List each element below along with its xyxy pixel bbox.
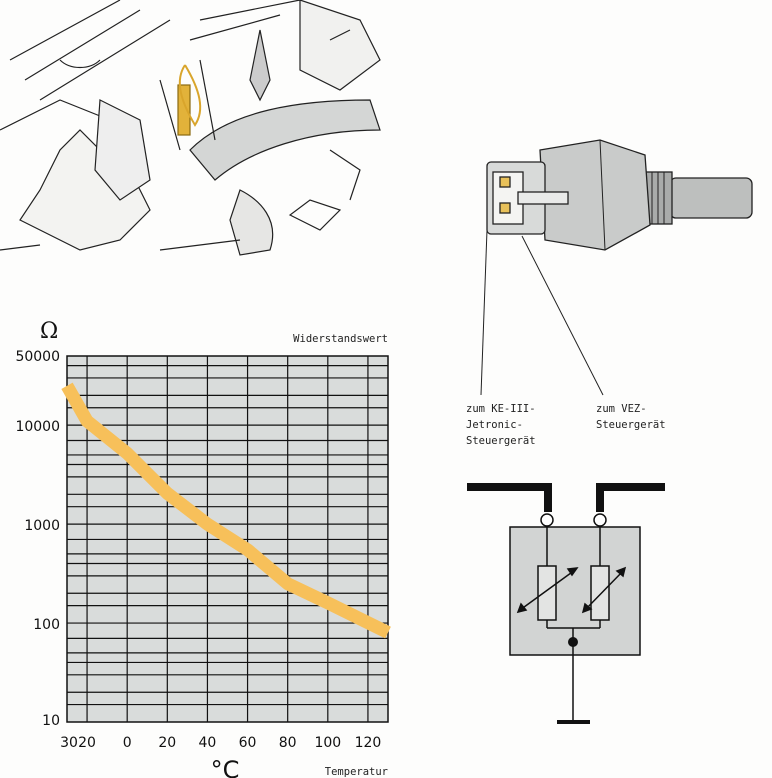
resistance-curve: [61, 382, 391, 639]
y-tick-label: 10000: [15, 419, 60, 435]
x-tick-label: 100: [314, 735, 341, 751]
y-tick-label: 10: [42, 713, 60, 729]
circuit-schematic: [467, 483, 665, 724]
x-tick-label: 120: [355, 735, 382, 751]
sensor-leader-lines: [480, 229, 604, 396]
engine-illustration: [0, 0, 381, 256]
y-axis-unit-ohm: Ω: [40, 319, 58, 344]
chart-title: Widerstandswert: [293, 333, 388, 345]
x-tick-label: 20: [78, 735, 96, 751]
x-tick-label: 30: [60, 735, 78, 751]
label-ke-iii-line3: Steuergerät: [466, 435, 536, 447]
label-vez-line1: zum VEZ-: [596, 403, 647, 415]
y-tick-label: 100: [33, 617, 60, 633]
x-tick-label: 80: [279, 735, 297, 751]
x-tick-label: 40: [199, 735, 217, 751]
x-axis-unit-celsius: °C: [211, 756, 240, 778]
x-tick-label: 0: [123, 735, 132, 751]
y-tick-label: 50000: [15, 349, 60, 365]
temperature-sensor-drawing: [486, 139, 753, 251]
x-tick-label: 60: [239, 735, 257, 751]
label-vez-line2: Steuergerät: [596, 419, 666, 431]
label-ke-iii-line1: zum KE-III-: [466, 403, 536, 415]
x-axis-caption: Temperatur: [325, 766, 388, 778]
y-tick-label: 1000: [24, 518, 60, 534]
x-tick-label: 20: [158, 735, 176, 751]
label-ke-iii-line2: Jetronic-: [466, 419, 523, 431]
